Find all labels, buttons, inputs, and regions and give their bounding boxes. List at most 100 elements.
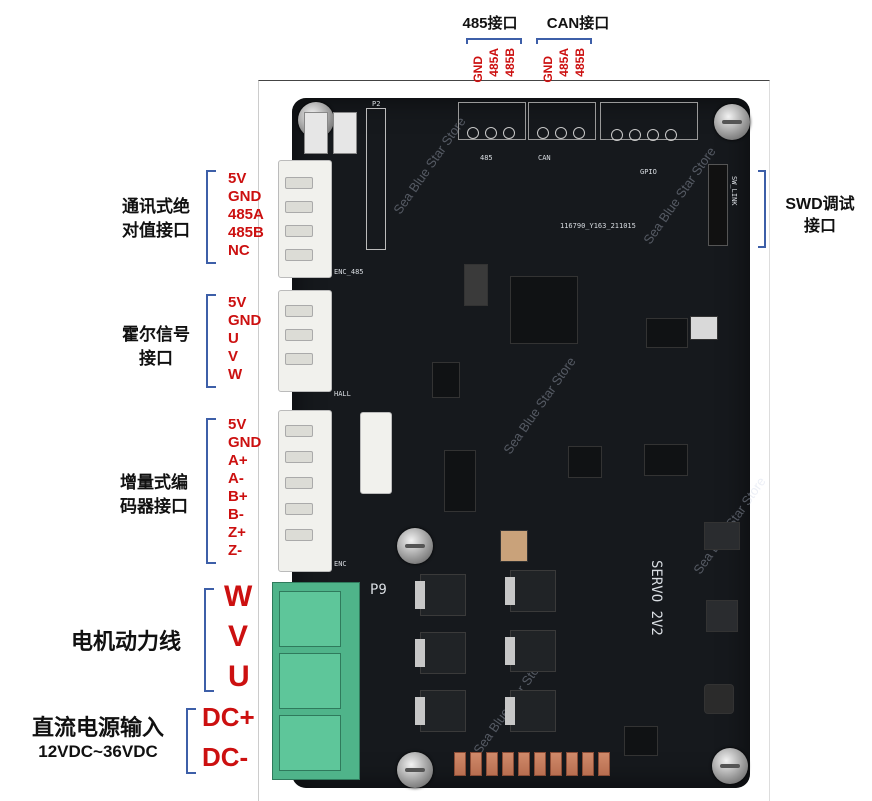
capacitor-block: [500, 530, 528, 562]
capacitor: [486, 752, 498, 776]
enc-silk: ENC: [334, 560, 347, 568]
inc-pin-z-plus: Z+: [228, 524, 246, 541]
can-pin-gnd: GND: [541, 56, 555, 83]
ic-u14: [704, 522, 740, 550]
capacitor: [470, 752, 482, 776]
capacitor: [582, 752, 594, 776]
motor-pin-w: W: [224, 580, 253, 613]
inc-pin-5v: 5V: [228, 416, 247, 433]
hall-connector: [278, 290, 332, 392]
abs-encoder-connector: [278, 160, 332, 278]
rs485-silk: 485: [480, 154, 493, 162]
swd-bracket: [758, 170, 766, 248]
can-header: [528, 102, 596, 140]
hall-pin-u: U: [228, 330, 239, 347]
can-bracket: [536, 38, 592, 44]
inc-encoder-title-2: 码器接口: [120, 497, 188, 516]
mosfet: [505, 570, 556, 612]
ic-u10: [644, 444, 688, 476]
hall-pin-w: W: [228, 366, 243, 383]
watermark: Sea Blue Star Store: [500, 354, 579, 457]
mosfet: [415, 690, 466, 732]
motor-pin-u: U: [228, 660, 250, 693]
can-silk: CAN: [538, 154, 551, 162]
gpio-header: [600, 102, 698, 141]
dc-input-bracket: [186, 708, 196, 774]
capacitor: [566, 752, 578, 776]
photo-frame: [258, 80, 770, 801]
inc-pin-gnd: GND: [228, 434, 262, 451]
screw-icon: [714, 104, 750, 140]
swd-header: [708, 164, 728, 246]
ic-u6: [444, 450, 476, 512]
can-pin-a: 485A: [557, 48, 571, 77]
capacitor: [598, 752, 610, 776]
mcu-chip: [510, 276, 578, 344]
capacitor: [534, 752, 546, 776]
capacitor: [550, 752, 562, 776]
inductor: [704, 684, 734, 714]
inc-encoder-bracket: [206, 418, 216, 564]
can-port-label: CAN接口: [546, 15, 610, 32]
rs485-pin-b: 485B: [503, 48, 517, 77]
hall-bracket: [206, 294, 216, 388]
capacitor: [502, 752, 514, 776]
p2-silk: P2: [372, 100, 381, 108]
rs485-pin-gnd: GND: [471, 56, 485, 83]
abs-encoder-bracket: [206, 170, 216, 264]
abs-pin-485b: 485B: [228, 224, 264, 241]
mosfet: [505, 690, 556, 732]
watermark: Sea Blue Star Store: [390, 114, 469, 217]
capacitor: [518, 752, 530, 776]
hall-title-2: 接口: [139, 349, 173, 368]
motor-power-bracket: [204, 588, 214, 692]
dc-pin-plus: DC+: [202, 702, 255, 732]
ic-u9: [568, 446, 602, 478]
mosfet: [415, 574, 466, 616]
ic-u11: [706, 600, 738, 632]
screw-icon: [712, 748, 748, 784]
hall-pin-v: V: [228, 348, 239, 365]
regulator: [690, 316, 718, 340]
mosfet: [505, 630, 556, 672]
rs485-bracket: [466, 38, 522, 44]
hall-aux-connector: [360, 412, 392, 494]
diode: [464, 264, 488, 306]
abs-pin-gnd: GND: [228, 188, 262, 205]
ic-u2: [646, 318, 688, 348]
tact-switch-1: [304, 112, 328, 154]
screw-icon: [397, 528, 433, 564]
hall-pin-gnd: GND: [228, 312, 262, 329]
inc-pin-b-minus: B-: [228, 506, 244, 523]
inc-pin-z-minus: Z-: [228, 542, 243, 559]
rs485-header: [458, 102, 526, 140]
capacitor: [454, 752, 466, 776]
abs-encoder-title-2: 对值接口: [122, 221, 190, 240]
inc-pin-a-plus: A+: [228, 452, 248, 469]
inc-encoder-connector: [278, 410, 332, 572]
inc-encoder-title-1: 增量式编: [120, 473, 188, 492]
rs485-port-label: 485接口: [462, 15, 518, 32]
motor-pin-v: V: [228, 620, 249, 653]
swd-label-line1: SWD调试: [785, 196, 855, 213]
swd-link-silk: SW_LINK: [730, 176, 738, 206]
hall-pin-5v: 5V: [228, 294, 247, 311]
dc-input-title: 直流电源输入: [31, 715, 164, 740]
motor-power-title: 电机动力线: [70, 629, 181, 654]
abs-pin-5v: 5V: [228, 170, 247, 187]
swd-label-line2: 接口: [803, 218, 836, 235]
abs-pin-485a: 485A: [228, 206, 264, 223]
watermark: Sea Blue Star Store: [640, 144, 719, 247]
can-pin-b: 485B: [573, 48, 587, 77]
rs485-pin-a: 485A: [487, 48, 501, 77]
dc-input-range: 12VDC~36VDC: [38, 742, 158, 761]
power-terminal-block: [272, 582, 360, 780]
enc-485-silk: ENC_485: [334, 268, 364, 276]
hall-title-1: 霍尔信号: [122, 325, 190, 344]
gpio-silk: GPIO: [640, 168, 657, 176]
inc-pin-a-minus: A-: [228, 470, 244, 487]
inc-pin-b-plus: B+: [228, 488, 248, 505]
p9-silk: P9: [370, 582, 387, 598]
tact-switch-2: [333, 112, 357, 154]
p2-header: [366, 108, 386, 250]
